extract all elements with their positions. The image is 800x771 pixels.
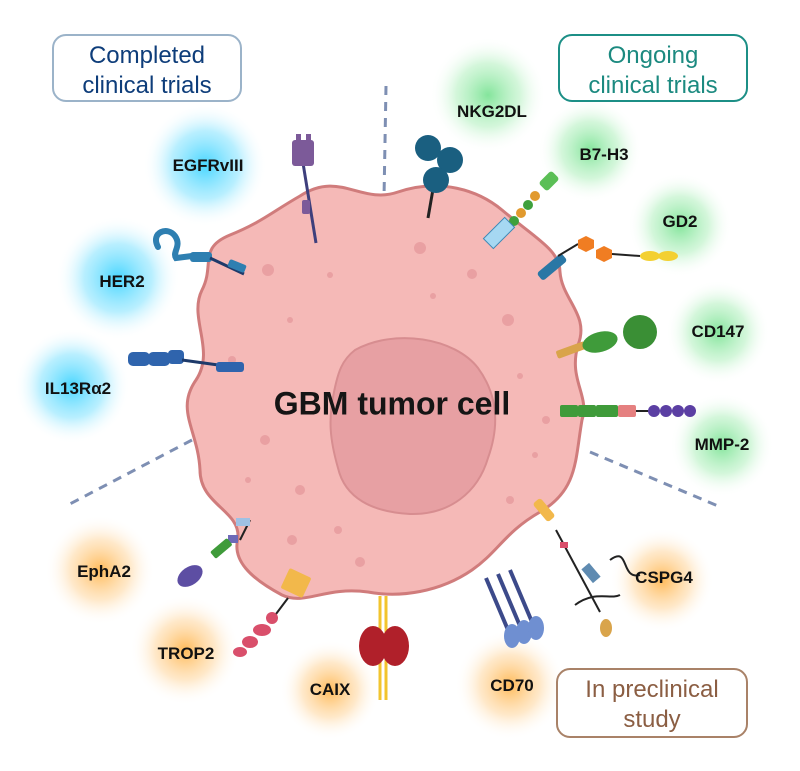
category-preclinical-study: In preclinical study — [556, 668, 748, 738]
category-completed-trials: Completed clinical trials — [52, 34, 242, 102]
receptor-cspg4 — [533, 498, 641, 637]
antigen-cd147: CD147 — [691, 322, 745, 341]
receptor-cd70 — [484, 569, 544, 648]
antigen-cd70: CD70 — [490, 676, 534, 695]
label-glows — [14, 37, 774, 740]
receptor-gd2 — [537, 236, 678, 280]
receptor-her2 — [153, 228, 247, 276]
tumor-cell — [185, 184, 586, 600]
category-preclinical-label: In preclinical study — [585, 676, 719, 733]
nucleus — [329, 337, 497, 516]
receptor-b7h3 — [482, 171, 559, 250]
receptor-egfrviii — [292, 134, 318, 244]
antigen-il13ra2: IL13Rα2 — [44, 379, 112, 398]
antigen-epha2: EphA2 — [77, 562, 131, 581]
receptor-trop2 — [233, 568, 311, 657]
antigen-nkg2dl: NKG2DL — [457, 102, 527, 121]
receptor-mmp2 — [560, 405, 696, 417]
receptor-il13ra2 — [128, 350, 244, 372]
category-ongoing-trials: Ongoing clinical trials — [558, 34, 748, 102]
antigen-trop2: TROP2 — [157, 644, 215, 663]
category-ongoing-label: Ongoing clinical trials — [588, 42, 718, 99]
antigen-gd2: GD2 — [662, 212, 698, 231]
antigen-mmp2: MMP-2 — [694, 435, 750, 454]
receptor-caix — [359, 596, 409, 700]
receptor-epha2 — [177, 518, 251, 587]
antigen-her2: HER2 — [99, 272, 145, 291]
antigen-caix: CAIX — [309, 680, 351, 699]
cell-label: GBM tumor cell — [273, 385, 511, 422]
category-completed-label: Completed clinical trials — [82, 42, 212, 99]
antigen-b7h3: B7-H3 — [579, 145, 629, 164]
antigen-egfrviii: EGFRvIII — [172, 156, 244, 175]
receptor-cd147 — [556, 315, 657, 359]
category-dividers — [65, 85, 719, 508]
receptor-nkg2dl — [415, 135, 463, 219]
antigen-cspg4: CSPG4 — [635, 568, 693, 587]
